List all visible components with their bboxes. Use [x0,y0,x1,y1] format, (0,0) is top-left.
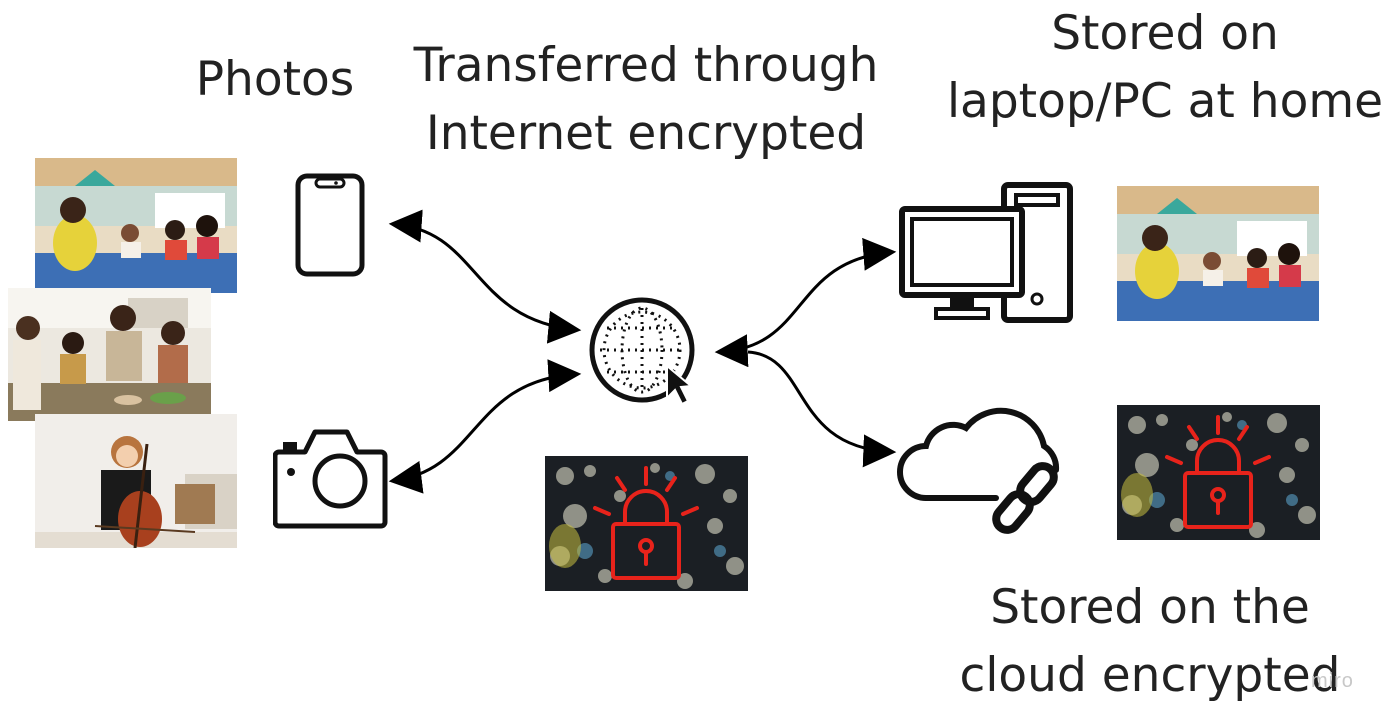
transfer-label: Transferred through Internet encrypted [390,32,902,168]
photos-label-text: Photos [195,52,355,107]
transfer-label-line1: Transferred through [413,38,879,93]
arrow-internet-computer [714,237,897,368]
home-storage-label-line1: Stored on [1051,6,1279,61]
camera-icon [273,424,388,530]
encrypted-photo-cloud [1117,405,1320,540]
photo-classroom [35,158,237,293]
globe-cursor-icon [587,294,705,412]
photo-family-dinner [8,288,211,421]
photo-girl-cello [35,414,237,548]
transfer-label-line2: Internet encrypted [425,106,867,161]
home-storage-label: Stored on laptop/PC at home [945,0,1385,136]
photo-classroom-home-copy [1117,186,1319,321]
arrow-internet-cloud [747,350,897,468]
cloud-storage-label-line2: cloud encrypted [959,648,1341,703]
arrow-camera-internet [388,359,582,494]
arrow-phone-internet [388,209,582,344]
smartphone-icon [294,172,366,278]
cloud-storage-label: Stored on the cloud encrypted [945,574,1355,710]
cloud-link-icon [896,394,1076,540]
cloud-storage-label-line1: Stored on the [990,580,1310,635]
miro-watermark: miro [1311,670,1354,692]
desktop-computer-icon [898,181,1074,324]
photos-label: Photos [185,46,365,114]
encrypted-photo-transfer [545,456,748,591]
home-storage-label-line2: laptop/PC at home [946,74,1384,129]
